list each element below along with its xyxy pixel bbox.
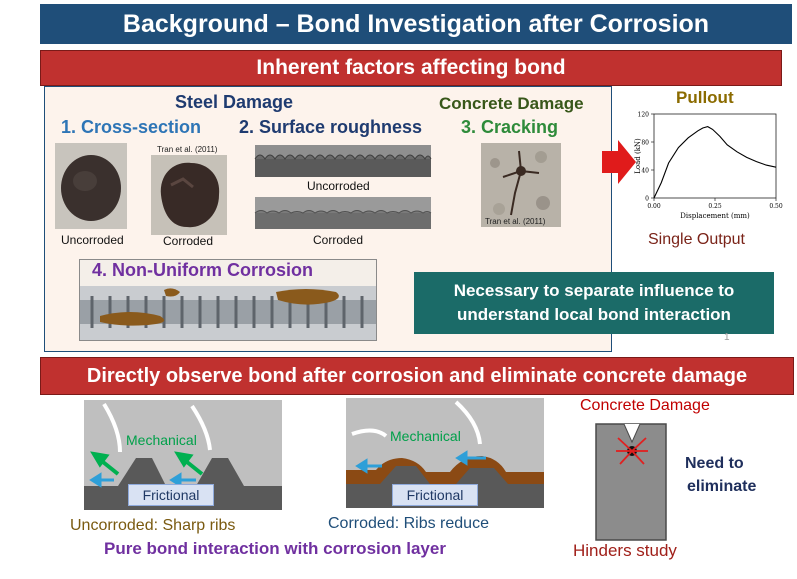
y-tick-label: 120	[638, 112, 650, 119]
label-corroded-surface: Corroded	[313, 233, 364, 247]
chart-frame	[653, 113, 777, 199]
uncorroded-rebar-surface-photo	[254, 145, 432, 177]
slide-title: Background – Bond Investigation after Co…	[40, 4, 792, 44]
uncorroded-caption: Uncorroded: Sharp ribs	[70, 517, 236, 534]
cross-section-title: 1. Cross-section	[61, 117, 202, 137]
pullout-caption: Single Output	[648, 231, 745, 248]
load-displacement-line	[653, 126, 777, 199]
citation-cracking: Tran et al. (2011)	[485, 217, 546, 226]
x-tick-label: 0.00	[647, 203, 661, 210]
callout-text: Necessary to separate influence to under…	[453, 281, 735, 324]
y-tick-label: 40	[641, 168, 649, 175]
non-uniform-corrosion-title: 4. Non-Uniform Corrosion	[92, 260, 313, 280]
cracking-title: 3. Cracking	[461, 117, 559, 137]
uncorroded-cross-section-photo	[55, 143, 127, 229]
citation-cross-section: Tran et al. (2011)	[157, 145, 218, 154]
x-tick-label: 0.25	[708, 203, 722, 210]
page-mark: 1	[724, 332, 730, 343]
corroded-frictional-label: Frictional	[392, 484, 478, 506]
arrow-icon	[602, 140, 636, 184]
corroded-cross-section-photo	[151, 155, 227, 235]
banner-direct-observe: Directly observe bond after corrosion an…	[40, 357, 794, 395]
concrete-cracking-photo	[481, 143, 561, 227]
factors-panel: Steel Damage 1. Cross-section 2. Surface…	[44, 86, 612, 352]
corroded-rebar-surface-photo	[254, 197, 432, 229]
non-uniform-corrosion-rebar-photo	[80, 286, 376, 340]
corroded-caption: Corroded: Ribs reduce	[328, 515, 489, 532]
concrete-damage-heading: Concrete Damage	[439, 94, 584, 113]
concrete-block-diagram	[595, 423, 667, 541]
label-uncorroded-section: Uncorroded	[61, 233, 124, 247]
corroded-rib-diagram	[346, 398, 544, 508]
surface-roughness-title: 2. Surface roughness	[239, 117, 423, 137]
uncorroded-mechanical-label: Mechanical	[126, 432, 197, 448]
y-tick-label: 0	[645, 196, 649, 203]
y-tick-label: 80	[641, 140, 649, 147]
uncorroded-frictional-label: Frictional	[128, 484, 214, 506]
corroded-mechanical-label: Mechanical	[390, 428, 461, 444]
concrete-damage-title: Concrete Damage	[580, 397, 710, 414]
non-uniform-corrosion-box: 4. Non-Uniform Corrosion	[79, 259, 377, 341]
uncorroded-rib-diagram	[84, 400, 282, 510]
separate-influence-callout: Necessary to separate influence to under…	[414, 272, 774, 334]
pullout-title: Pullout	[676, 88, 734, 107]
x-axis-label: Displacement (mm)	[680, 212, 750, 220]
need-to-label: Need to	[685, 455, 744, 472]
banner-inherent-factors: Inherent factors affecting bond	[40, 50, 782, 86]
label-corroded-section: Corroded	[163, 234, 214, 248]
steel-damage-heading: Steel Damage	[175, 92, 294, 112]
eliminate-label: eliminate	[687, 478, 757, 495]
label-uncorroded-surface: Uncorroded	[307, 179, 370, 193]
pure-bond-caption: Pure bond interaction with corrosion lay…	[104, 539, 446, 558]
y-axis-label: Load (kN)	[634, 138, 642, 174]
x-tick-label: 0.50	[769, 203, 783, 210]
hinders-study-caption: Hinders study	[573, 541, 677, 560]
